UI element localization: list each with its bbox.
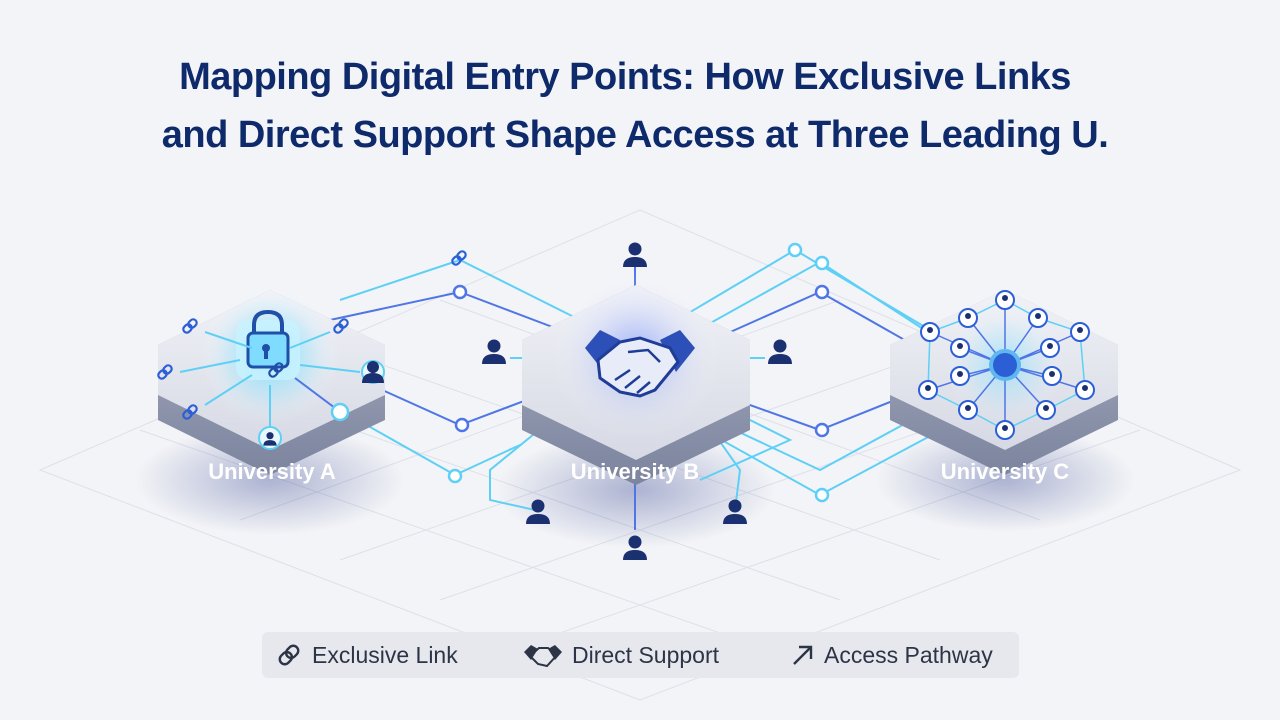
handshake-icon [585, 330, 695, 398]
person-icon-right [768, 339, 792, 364]
title-line-2: and Direct Support Shape Access at Three… [161, 114, 1109, 156]
person-icons [263, 242, 792, 560]
handshake-icon [524, 645, 562, 668]
university-b-label: University B [571, 459, 699, 484]
legend-label: Exclusive Link [312, 641, 458, 668]
legend-label: Access Pathway [824, 641, 993, 668]
person-icon-left [482, 339, 506, 364]
person-icon-bottom-left [526, 499, 550, 524]
person-icon-bottom-right [723, 499, 747, 524]
legend-item-access-pathway: Access Pathway [790, 632, 993, 678]
legend-item-exclusive-link: Exclusive Link [274, 632, 458, 678]
legend-item-direct-support: Direct Support [522, 632, 719, 678]
link-icon [278, 644, 300, 666]
lock-link-icon [236, 309, 300, 380]
person-icon-bottom [623, 535, 647, 560]
link-icons-a-lines [179, 331, 361, 430]
junction-nodes [447, 242, 830, 503]
arrow-up-right-icon [793, 645, 813, 665]
legend-label: Direct Support [572, 641, 720, 668]
network-nodes [918, 290, 1095, 440]
university-c-label: University C [941, 459, 1069, 484]
university-a-label: University A [208, 459, 336, 484]
title-line-1: Mapping Digital Entry Points: How Exclus… [179, 56, 1071, 98]
person-icon-top [623, 242, 647, 267]
legend: Exclusive Link Direct Support Access Pat… [262, 632, 1019, 678]
